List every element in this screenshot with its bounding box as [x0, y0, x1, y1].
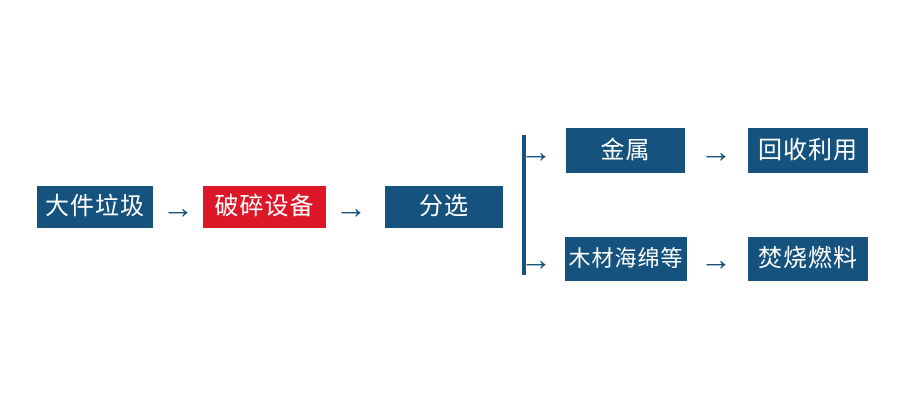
right-arrow-icon: →	[162, 189, 194, 225]
node-wood-sponge-etc: 木材海绵等	[565, 237, 687, 281]
node-sorting: 分选	[385, 186, 503, 228]
node-incineration-fuel: 焚烧燃料	[748, 237, 868, 281]
right-arrow-icon: →	[335, 189, 367, 225]
right-arrow-icon: →	[700, 241, 732, 277]
right-arrow-icon: →	[520, 241, 552, 277]
right-arrow-icon: →	[520, 133, 552, 169]
node-crushing-equipment: 破碎设备	[203, 186, 326, 228]
right-arrow-icon: →	[700, 132, 732, 169]
node-recycling-reuse: 回收利用	[748, 128, 868, 173]
node-metal: 金属	[566, 128, 685, 173]
branch-connector-line	[522, 135, 526, 275]
node-bulky-waste: 大件垃圾	[37, 186, 153, 228]
